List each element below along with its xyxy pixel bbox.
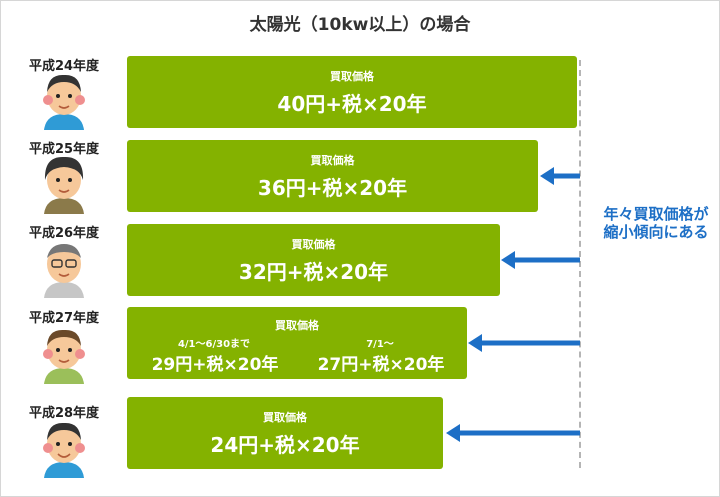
price-bar-h24: 買取価格 40円+税×20年 xyxy=(127,56,577,128)
left-arrow-icon xyxy=(501,251,580,269)
left-arrow-icon xyxy=(468,334,580,352)
person-icon xyxy=(43,422,85,478)
price-text: 27円+税×20年 xyxy=(317,355,445,375)
reference-dashed-line xyxy=(579,60,581,468)
price-bar-h27: 買取価格 4/1〜6/30まで 29円+税×20年 7/1〜 27円+税×20年 xyxy=(127,307,467,379)
price-bar-h28: 買取価格 24円+税×20年 xyxy=(127,397,443,469)
person-icon xyxy=(43,329,85,384)
trend-note: 年々買取価格が 縮小傾向にある xyxy=(592,205,720,241)
price-bar-h26: 買取価格 32円+税×20年 xyxy=(127,224,500,296)
price-bar-h25: 買取価格 36円+税×20年 xyxy=(127,140,538,212)
price-text: 36円+税×20年 xyxy=(257,176,408,200)
diagram-title: 太陽光（10kw以上）の場合 xyxy=(249,15,471,35)
period-label: 4/1〜6/30まで xyxy=(177,339,251,350)
left-arrow-icon xyxy=(540,167,580,185)
person-icon xyxy=(44,156,84,214)
trend-note-line: 縮小傾向にある xyxy=(603,223,709,241)
bar-label: 買取価格 xyxy=(310,154,355,167)
price-text: 40円+税×20年 xyxy=(277,92,427,116)
price-text: 29円+税×20年 xyxy=(151,355,279,375)
bar-label: 買取価格 xyxy=(291,238,336,251)
price-text: 24円+税×20年 xyxy=(210,433,360,457)
year-label-h28: 平成28年度 xyxy=(28,406,100,421)
person-icon xyxy=(44,244,84,298)
year-label-h27: 平成27年度 xyxy=(28,311,100,326)
person-icon xyxy=(43,74,85,130)
year-label-h24: 平成24年度 xyxy=(28,59,100,74)
period-label: 7/1〜 xyxy=(366,339,394,350)
bar-label: 買取価格 xyxy=(263,411,307,424)
trend-note-line: 年々買取価格が xyxy=(603,205,709,223)
bar-label: 買取価格 xyxy=(330,70,374,83)
bar-label: 買取価格 xyxy=(275,319,319,332)
left-arrow-icon xyxy=(446,424,580,442)
price-text: 32円+税×20年 xyxy=(238,260,389,284)
year-label-h26: 平成26年度 xyxy=(28,226,100,241)
year-label-h25: 平成25年度 xyxy=(28,142,100,157)
